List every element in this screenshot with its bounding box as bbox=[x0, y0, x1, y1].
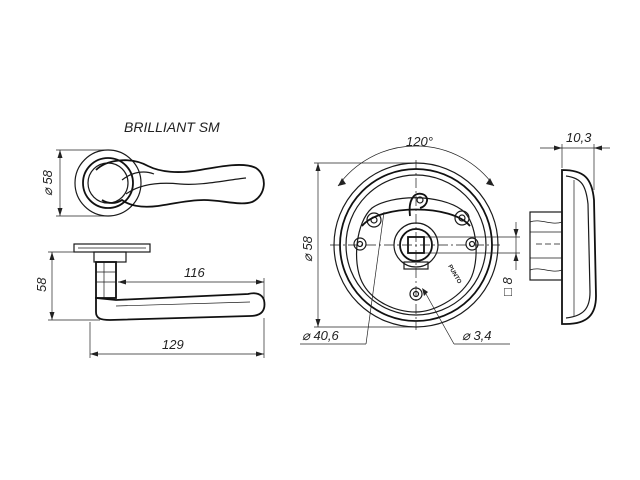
thickness-label: 10,3 bbox=[566, 130, 592, 145]
lever-side-outline bbox=[95, 292, 266, 321]
boss-top-left bbox=[366, 212, 382, 228]
arrow-up bbox=[49, 252, 55, 260]
lever-outline bbox=[95, 159, 265, 208]
arrow-left bbox=[118, 279, 126, 285]
model-title: BRILLIANT SM bbox=[124, 119, 220, 135]
plate-inner-body bbox=[355, 197, 477, 313]
arrow-right bbox=[256, 351, 264, 357]
square-spindle-label: □ 8 bbox=[500, 277, 515, 296]
plate-diameter-label: ⌀ 58 bbox=[300, 235, 315, 262]
arrow-up bbox=[57, 150, 63, 158]
arrow-leader bbox=[422, 288, 428, 296]
boss-left bbox=[353, 237, 367, 251]
arrow-down bbox=[49, 312, 55, 320]
rose-profile-inner bbox=[565, 175, 591, 319]
back-plate-view: 120° PUNTO bbox=[300, 134, 520, 345]
arrow-down bbox=[513, 229, 519, 237]
arrow-left bbox=[90, 351, 98, 357]
arrow-down bbox=[315, 319, 321, 327]
neck-top bbox=[93, 251, 127, 263]
spring-pin bbox=[416, 196, 424, 204]
lever-inner-line bbox=[125, 177, 247, 195]
screw-hole-label: ⌀ 3,4 bbox=[462, 328, 492, 343]
hole-circle-leader bbox=[365, 211, 385, 345]
inner-length-label: 116 bbox=[184, 265, 205, 280]
door-section bbox=[529, 211, 563, 281]
hole-circle-label: ⌀ 40,6 bbox=[302, 328, 340, 343]
arrow-left bbox=[594, 145, 602, 151]
lever-side-line bbox=[115, 301, 251, 307]
screw-hole-leader bbox=[425, 293, 455, 345]
angle-arrow-right bbox=[486, 178, 494, 186]
arrow-right bbox=[554, 145, 562, 151]
rose-inner-circle bbox=[82, 157, 134, 209]
brand-mark: PUNTO bbox=[446, 264, 462, 285]
rose-core-circle bbox=[87, 162, 129, 204]
side-section-view: 10,3 bbox=[529, 130, 610, 325]
handle-front-view: ⌀ 58 bbox=[40, 149, 265, 217]
door-break-bottom bbox=[529, 268, 563, 272]
neck-body bbox=[95, 261, 117, 299]
lever-inner-line-2 bbox=[121, 171, 155, 181]
angle-label: 120° bbox=[406, 134, 433, 149]
height-label: 58 bbox=[34, 277, 49, 292]
boss-left-hole bbox=[356, 240, 364, 248]
boss-right-hole bbox=[468, 240, 476, 248]
angle-arc bbox=[337, 145, 495, 187]
boss-right bbox=[465, 237, 479, 251]
arrow-up bbox=[513, 253, 519, 261]
rose-diameter-label: ⌀ 58 bbox=[40, 169, 55, 196]
total-length-label: 129 bbox=[162, 337, 184, 352]
arrow-up bbox=[315, 163, 321, 171]
rose-profile-outer bbox=[561, 169, 597, 325]
arrow-right bbox=[256, 279, 264, 285]
door-break-top bbox=[529, 220, 563, 224]
spring-hook bbox=[408, 192, 428, 217]
handle-side-view: 58 116 129 bbox=[34, 243, 266, 358]
arrow-down bbox=[57, 208, 63, 216]
angle-arrow-left bbox=[338, 178, 346, 186]
boss-top-right bbox=[454, 210, 470, 226]
